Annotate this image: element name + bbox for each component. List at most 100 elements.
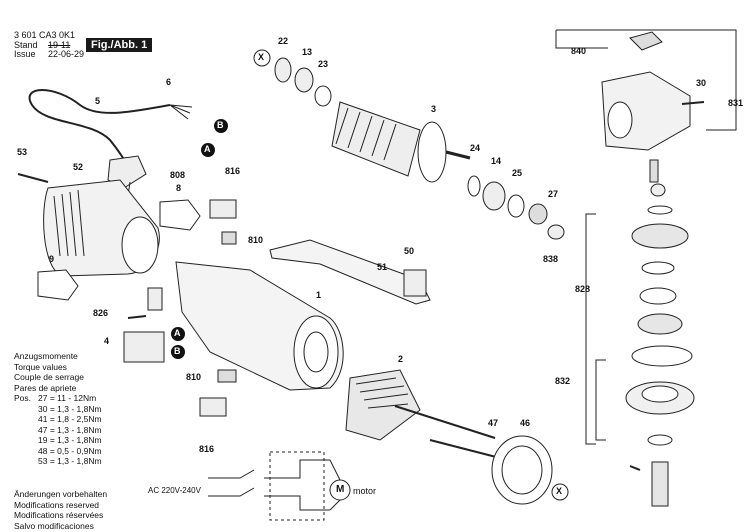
stand-value: 19-11	[48, 40, 71, 50]
marker-x-circle	[551, 483, 569, 501]
part-label-47: 47	[488, 418, 499, 428]
torque-row: 30 = 1,3 - 1,8Nm	[38, 403, 102, 414]
marker-x: X	[258, 52, 265, 62]
screw-826-shape	[127, 315, 147, 319]
doc-number: 3 601 CA3 0K1	[14, 30, 76, 40]
part-label-816: 816	[199, 444, 215, 454]
torque-row: 41 = 1,8 - 2,5Nm	[38, 414, 102, 424]
part-label-810: 810	[248, 235, 264, 245]
gear-housing-831	[601, 71, 691, 151]
switch-4	[123, 331, 165, 363]
part-label-13: 13	[302, 47, 313, 57]
part-label-838: 838	[543, 254, 559, 264]
screw-53-shape	[17, 173, 49, 183]
part-label-9: 9	[49, 254, 55, 264]
brush-810b	[217, 369, 237, 383]
torque-title-de: Anzugsmomente	[14, 351, 78, 361]
torque-title-en: Torque values	[14, 361, 67, 372]
switch-816	[209, 199, 237, 219]
switch-816b	[199, 397, 227, 417]
part-label-8: 8	[176, 183, 182, 193]
pos-label: Pos.	[14, 393, 32, 403]
part-label-23: 23	[318, 59, 329, 69]
part-label-1: 1	[316, 290, 322, 300]
air-guide-46	[491, 435, 553, 505]
ring-22	[274, 57, 292, 83]
note-en: Modifications reserved	[14, 499, 100, 510]
modification-notes: Änderungen vorbehalten Modifications res…	[14, 489, 107, 531]
torque-row: 19 = 1,3 - 1,8Nm	[38, 435, 102, 445]
issue-label: Issue	[14, 49, 36, 59]
spring-ring	[647, 205, 673, 215]
part-label-832: 832	[555, 376, 571, 386]
part-label-810: 810	[186, 372, 202, 382]
label-plate-9	[37, 269, 79, 301]
washer-23	[314, 85, 332, 107]
bracket-840	[555, 29, 706, 49]
bearing-flange-832	[625, 381, 695, 415]
part-50	[403, 269, 427, 297]
torque-title-fr: Couple de serrage	[14, 372, 84, 382]
part-label-831: 831	[728, 98, 744, 108]
brush-810a	[221, 231, 237, 245]
nut-838	[547, 224, 565, 240]
part-label-27: 27	[548, 189, 559, 199]
part-label-5: 5	[95, 96, 101, 106]
bracket-828	[585, 213, 596, 445]
part-label-51: 51	[377, 262, 388, 272]
bracket-826	[147, 287, 163, 311]
note-fr: Modifications réservées	[14, 510, 104, 520]
part-label-25: 25	[512, 168, 523, 178]
ring-24	[467, 175, 481, 197]
part-label-816: 816	[225, 166, 241, 176]
part-label-828: 828	[575, 284, 591, 294]
washer-25	[507, 194, 525, 218]
field-coil	[345, 369, 421, 441]
motor-symbol: M	[336, 484, 345, 495]
label-plate-8	[159, 199, 201, 231]
key	[629, 465, 641, 471]
torque-row: 48 = 0,5 - 0,9Nm	[38, 445, 102, 456]
cable-wire-ends	[169, 104, 193, 120]
marker-a-circle	[171, 327, 185, 341]
cap-840	[629, 31, 663, 51]
note-de: Änderungen vorbehalten	[14, 489, 108, 499]
marker-a-circle	[201, 143, 215, 157]
part-label-14: 14	[491, 156, 502, 166]
bracket-832	[595, 359, 606, 441]
ring-828a	[641, 261, 675, 275]
bracket-831	[706, 29, 737, 131]
bevel-gear-828	[631, 223, 689, 249]
part-label-46: 46	[520, 418, 531, 428]
pin-spindle	[649, 159, 659, 183]
circuit-diagram	[208, 451, 351, 521]
part-label-826: 826	[93, 308, 109, 318]
marker-a: A	[174, 328, 181, 338]
switch-rod-51	[269, 239, 431, 305]
screws-47	[394, 405, 501, 459]
issue-value: 22-06-29	[48, 49, 85, 59]
marker-x: X	[556, 486, 563, 496]
marker-b: B	[217, 120, 224, 130]
part-label-30: 30	[696, 78, 707, 88]
motor-label: motor	[353, 486, 377, 496]
marker-x-circle	[253, 49, 271, 67]
bearing-828	[637, 313, 683, 335]
part-label-2: 2	[398, 354, 404, 364]
part-label-6: 6	[166, 77, 172, 87]
torque-table: Anzugsmomente Torque values Couple de se…	[14, 351, 154, 467]
stand-label: Stand	[14, 40, 38, 50]
part-label-4: 4	[104, 336, 110, 346]
power-cable	[28, 89, 171, 171]
torque-row: 27 = 11 - 12Nm	[38, 393, 97, 403]
o-ring	[631, 345, 693, 367]
marker-b-circle	[171, 345, 185, 359]
part-label-840: 840	[571, 46, 587, 56]
part-label-53: 53	[17, 147, 28, 157]
torque-row: 47 = 1,3 - 1,8Nm	[38, 424, 102, 435]
ring-828b	[639, 287, 677, 305]
marker-b: B	[174, 346, 181, 356]
bearing-14	[482, 181, 506, 211]
part-label-50: 50	[404, 246, 415, 256]
